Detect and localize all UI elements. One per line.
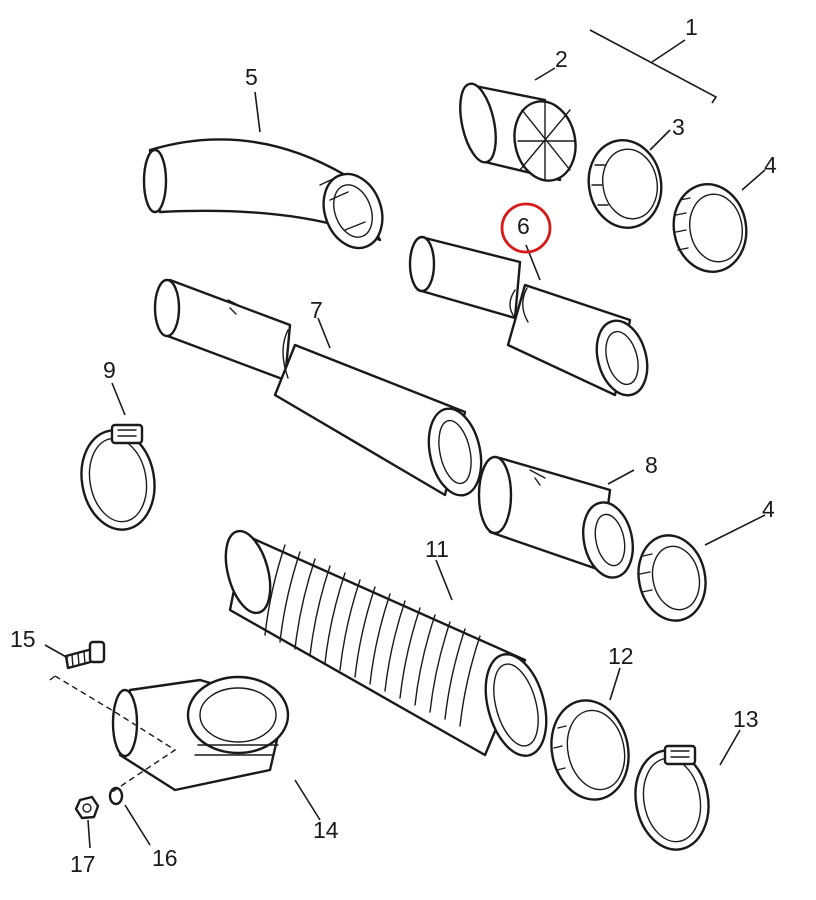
part-6-split-tube[interactable] <box>408 235 655 401</box>
part-15-bolt[interactable] <box>64 640 106 670</box>
callout-4-bottom: 4 <box>762 496 775 522</box>
part-16-washer[interactable] <box>108 786 124 806</box>
part-13-hose-clamp[interactable] <box>628 744 716 856</box>
part-4-coupling-bottom[interactable] <box>631 529 713 627</box>
callout-7: 7 <box>310 297 323 323</box>
callout-1-leader <box>651 39 686 63</box>
part-12-seal-ring[interactable] <box>542 693 637 807</box>
leader-lines <box>44 67 766 849</box>
callout-1: 1 <box>685 14 698 40</box>
part-8-connector[interactable] <box>477 455 639 582</box>
callout-2: 2 <box>555 46 568 72</box>
part-11-bellows[interactable] <box>218 526 557 762</box>
part-5-curved-duct[interactable] <box>142 138 392 256</box>
callout-11: 11 <box>425 536 449 562</box>
callout-9: 9 <box>103 357 116 383</box>
callout-17: 17 <box>70 851 96 877</box>
callout-labels: 1 2 3 4 5 6 7 8 4 9 11 12 13 14 15 16 17 <box>10 14 777 877</box>
callout-8: 8 <box>645 452 658 478</box>
part-2-filter-sleeve[interactable] <box>454 81 583 187</box>
callout-3: 3 <box>672 114 685 140</box>
callout-12: 12 <box>608 643 634 669</box>
callout-4-top: 4 <box>764 152 777 178</box>
part-14-elbow[interactable] <box>111 675 290 792</box>
callout-6: 6 <box>517 213 530 239</box>
alignment-line <box>49 675 177 793</box>
callout-16: 16 <box>152 845 178 871</box>
callout-13: 13 <box>733 706 759 732</box>
part-4-coupling-top[interactable] <box>667 178 753 277</box>
part-7-long-tube[interactable] <box>153 278 489 500</box>
callout-6-highlight-circle <box>500 202 552 254</box>
part-3-retaining-ring[interactable] <box>582 134 668 233</box>
callout-1-bracket <box>589 29 718 104</box>
part-9-hose-clamp[interactable] <box>74 423 162 536</box>
callout-5: 5 <box>245 64 258 90</box>
callout-14: 14 <box>313 817 339 843</box>
callout-15: 15 <box>10 626 36 652</box>
part-17-nut[interactable] <box>74 795 100 820</box>
